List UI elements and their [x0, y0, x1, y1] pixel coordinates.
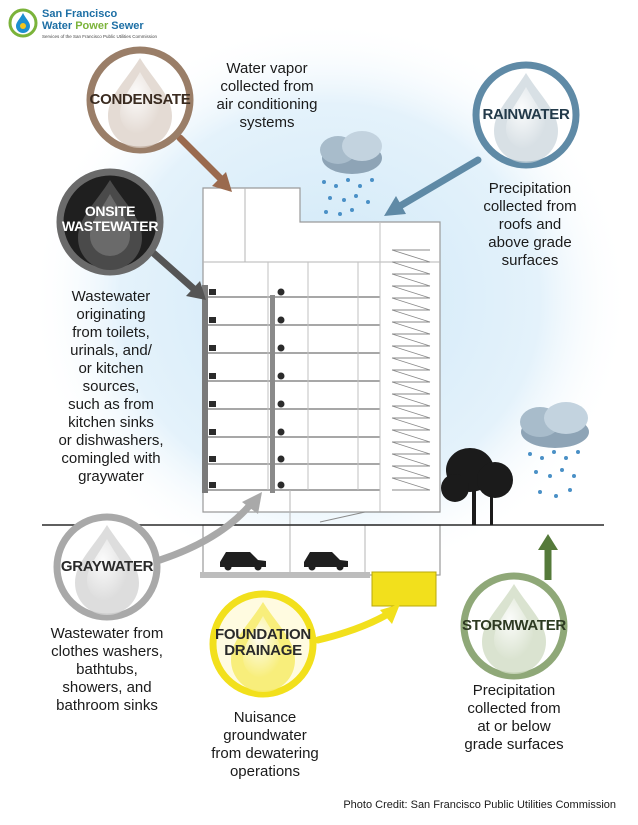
building	[200, 187, 441, 607]
stormwater-label: STORMWATER	[462, 617, 566, 634]
foundation-drainage-description: Nuisance groundwater from dewatering ope…	[211, 709, 319, 780]
stormwater-drop-icon	[460, 572, 568, 680]
graywater-arrow	[156, 492, 262, 564]
logo-services: Water Power Sewer	[42, 20, 144, 32]
onsite-wastewater-drop-icon	[56, 168, 164, 276]
rainwater-description: Precipitation collected from roofs and a…	[483, 180, 577, 269]
tree-icon	[441, 448, 513, 525]
rainwater-label: RAINWATER	[482, 106, 570, 123]
water-drop-logo-icon	[8, 8, 38, 38]
onsite-wastewater-arrow	[146, 246, 206, 300]
rain-cloud-icon	[320, 131, 382, 216]
foundation-drainage-arrow	[314, 604, 400, 644]
condensate-description: Water vapor collected from air condition…	[216, 60, 318, 131]
rain-cloud-icon	[520, 402, 589, 498]
foundation-drainage-drop-icon	[209, 590, 317, 698]
rainwater-drop-icon	[472, 61, 580, 169]
car-icon	[220, 552, 266, 571]
car-icon	[304, 552, 348, 571]
graywater-description: Wastewater from clothes washers, bathtub…	[50, 625, 164, 714]
rainwater-arrow	[384, 156, 482, 216]
onsite-wastewater-description: Wastewater originating from toilets, uri…	[58, 288, 164, 485]
logo-title: San Francisco	[42, 8, 118, 20]
stormwater-arrow	[538, 534, 558, 580]
condensate-drop-icon	[86, 46, 194, 154]
graywater-drop-icon	[53, 513, 161, 621]
onsite-wastewater-label: ONSITE WASTEWATER	[61, 203, 159, 234]
sfpuc-logo: San Francisco Water Power Sewer Services…	[8, 6, 168, 42]
photo-credit: Photo Credit: San Francisco Public Utili…	[343, 799, 616, 811]
stormwater-description: Precipitation collected from at or below…	[464, 682, 564, 753]
graywater-label: GRAYWATER	[60, 558, 154, 575]
logo-tagline: Services of the San Francisco Public Uti…	[42, 34, 158, 39]
condensate-label: CONDENSATE	[89, 91, 191, 108]
foundation-drainage-label: FOUNDATION DRAINAGE	[215, 626, 311, 659]
condensate-arrow	[176, 134, 232, 192]
